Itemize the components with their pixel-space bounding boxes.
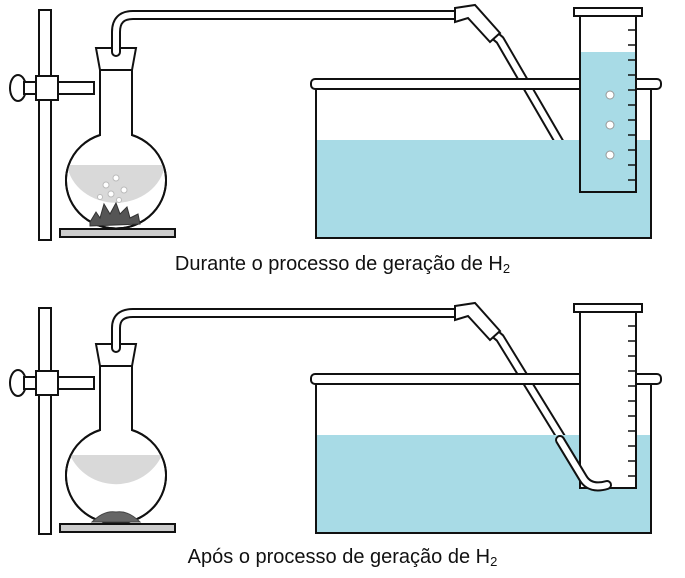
clamp-boss [35,370,59,396]
apparatus-during [9,3,662,241]
stand-rod [38,307,52,535]
flask-liquid [70,455,162,485]
caption-after: Após o processo de geração de H2 [0,546,685,569]
base-plate [59,228,176,238]
caption-subscript: 2 [490,554,498,569]
clamp-boss [35,75,59,101]
stopper [94,47,138,71]
trough-rim [310,373,662,385]
caption-text: Durante o processo de geração de H [174,253,503,275]
flask-bubbles [97,174,128,203]
rubber-joint [454,301,502,342]
caption-subscript: 2 [502,261,511,276]
clamp-arm [57,81,95,95]
cylinder-bubbles [605,90,615,160]
residue [90,511,142,523]
base-plate [59,523,176,533]
panel-during: Durante o processo de geração de H2 [0,3,685,276]
flask-liquid [67,165,165,203]
graduated-cylinder [579,309,637,489]
cylinder-lip [573,7,643,17]
cylinder-scale [628,29,636,181]
cylinder-lip [573,303,643,313]
cylinder-scale [628,325,636,477]
stopper [94,343,138,367]
caption-during: Durante o processo de geração de H2 [0,253,685,276]
rubber-joint [454,3,502,44]
apparatus-after [9,301,662,535]
trough-rim [310,78,662,90]
panel-after: Após o processo de geração de H2 [0,290,685,578]
zinc-pieces [89,201,141,227]
clamp-arm [57,376,95,390]
stand-rod [38,9,52,241]
caption-text: Após o processo de geração de H [187,546,491,568]
